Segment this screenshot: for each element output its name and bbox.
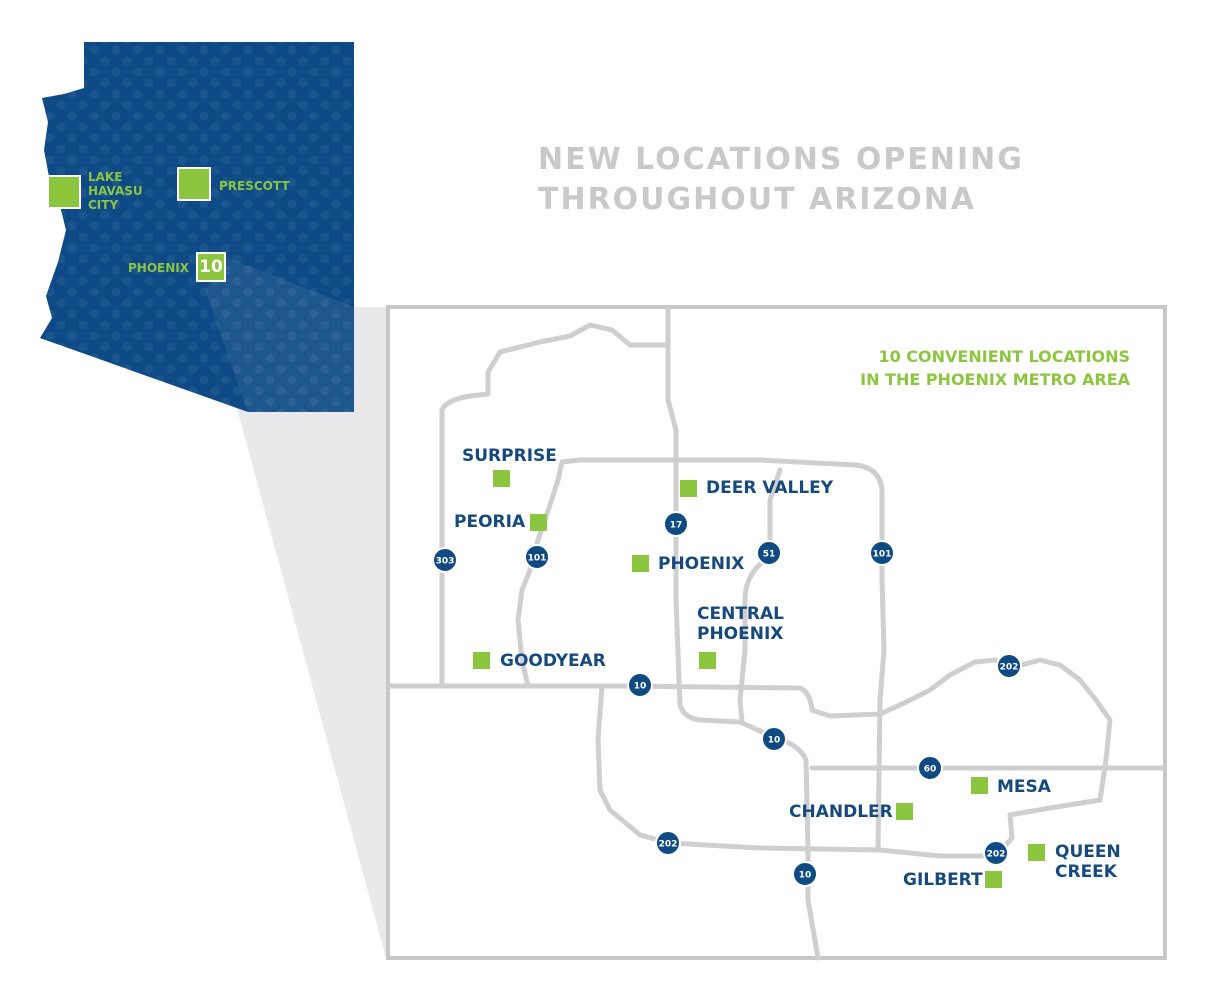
label-line: CREEK	[1055, 862, 1117, 882]
metro-location-markers	[473, 470, 1045, 888]
prescott-label: PRESCOTT	[219, 179, 290, 193]
metro-region-highlight	[205, 257, 354, 412]
queen-creek-label: QUEEN CREEK	[1055, 842, 1121, 882]
highway-shields: 303 101 17 51 101 202 10 10 60 202 202 1…	[432, 511, 1022, 887]
shield-number: 202	[659, 840, 678, 850]
shield-number: 202	[987, 850, 1006, 860]
chandler-marker	[896, 803, 913, 820]
shield-number: 202	[1000, 663, 1019, 673]
mesa-label: MESA	[997, 777, 1051, 797]
highway-shield-icon: 202	[996, 653, 1022, 679]
prescott-marker	[177, 167, 211, 201]
highway-shield-icon: 51	[756, 540, 782, 566]
headline: NEW LOCATIONS OPENING THROUGHOUT ARIZONA	[538, 140, 1098, 220]
phoenix-metro-label: PHOENIX	[658, 554, 744, 574]
phoenix-location-count-badge: 10	[196, 252, 226, 282]
peoria-label: PEORIA	[454, 512, 525, 532]
gilbert-label: GILBERT	[903, 870, 983, 890]
highway-shield-icon: 17	[663, 511, 689, 537]
gilbert-marker	[985, 871, 1002, 888]
highway-shield-icon: 10	[761, 726, 787, 752]
label-line: LAKE	[88, 170, 123, 184]
label-line: HAVASU	[88, 184, 143, 198]
phoenix-marker	[632, 555, 649, 572]
chandler-label: CHANDLER	[789, 802, 893, 822]
shield-number: 17	[670, 521, 683, 531]
deer-valley-marker	[680, 480, 697, 497]
highway-shield-icon: 202	[655, 830, 681, 856]
label-line: CENTRAL	[697, 604, 784, 624]
label-line: PHOENIX	[128, 261, 189, 275]
central-phoenix-label: CENTRAL PHOENIX	[697, 604, 784, 644]
label-line: CHANDLER	[789, 802, 893, 822]
highway-shield-icon: 60	[917, 755, 943, 781]
highway-shield-icon: 202	[983, 840, 1009, 866]
lake-havasu-marker	[47, 175, 81, 209]
label-line: QUEEN	[1055, 842, 1121, 862]
arizona-dot-texture	[40, 42, 354, 412]
shield-number: 10	[799, 871, 812, 881]
label-line: DEER VALLEY	[706, 478, 834, 498]
goodyear-label: GOODYEAR	[500, 651, 606, 671]
label-line: GILBERT	[903, 870, 983, 890]
central-phoenix-marker	[699, 652, 716, 669]
shield-number: 51	[763, 550, 776, 560]
peoria-marker	[530, 514, 547, 531]
lake-havasu-city-label: LAKE HAVASU CITY	[88, 170, 143, 212]
surprise-label: SURPRISE	[462, 446, 557, 466]
label-line: MESA	[997, 777, 1051, 797]
shield-number: 101	[528, 554, 547, 564]
zoom-wedge	[205, 290, 388, 958]
metro-heading-line-2: IN THE PHOENIX METRO AREA	[860, 370, 1130, 389]
queen-creek-marker	[1028, 844, 1045, 861]
label-line: PEORIA	[454, 512, 526, 532]
highway-shield-icon: 10	[792, 861, 818, 887]
highway-shield-icon: 101	[524, 544, 550, 570]
phoenix-state-label: PHOENIX	[128, 261, 189, 275]
highway-shield-icon: 10	[627, 672, 653, 698]
headline-line-2: THROUGHOUT ARIZONA	[538, 182, 977, 217]
headline-line-1: NEW LOCATIONS OPENING	[538, 142, 1024, 177]
label-line: PHOENIX	[658, 554, 745, 574]
label-line: PHOENIX	[697, 624, 784, 644]
shield-number: 303	[436, 557, 455, 567]
metro-heading-line-1: 10 CONVENIENT LOCATIONS	[878, 347, 1130, 366]
label-line: PRESCOTT	[219, 179, 290, 193]
shield-number: 10	[634, 682, 647, 692]
shield-number: 101	[873, 550, 892, 560]
surprise-marker	[493, 470, 510, 487]
shield-number: 60	[924, 765, 937, 775]
metro-heading: 10 CONVENIENT LOCATIONS IN THE PHOENIX M…	[760, 345, 1130, 391]
shield-number: 10	[768, 736, 781, 746]
label-line: SURPRISE	[462, 446, 557, 466]
highway-shield-icon: 101	[869, 540, 895, 566]
highway-shield-icon: 303	[432, 547, 458, 573]
mesa-marker	[971, 777, 988, 794]
label-line: CITY	[88, 198, 119, 212]
goodyear-marker	[473, 652, 490, 669]
deer-valley-label: DEER VALLEY	[706, 478, 833, 498]
label-line: GOODYEAR	[500, 651, 606, 671]
